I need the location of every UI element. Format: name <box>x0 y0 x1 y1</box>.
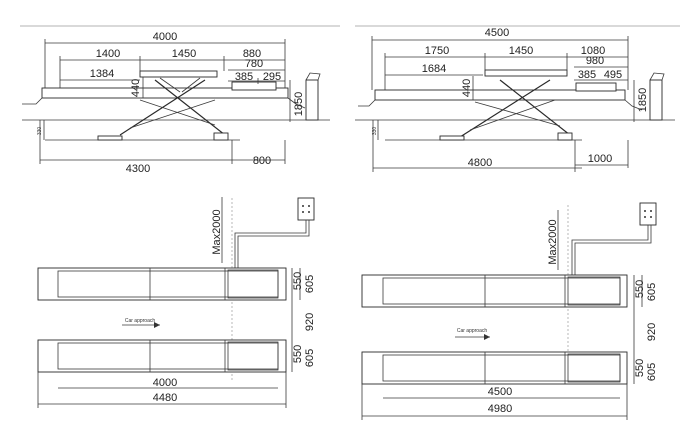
dim-platform-width: 550 <box>292 272 304 290</box>
platform-plan <box>37 267 287 301</box>
indicator-icon <box>650 210 652 212</box>
arrow-head-icon <box>484 334 490 340</box>
dim-offset: 800 <box>253 155 271 167</box>
dim-platform-width: 550 <box>634 280 646 298</box>
control-top <box>649 72 665 81</box>
indicator-icon <box>308 211 310 213</box>
dim-overall-top: 4500 <box>485 27 509 39</box>
slip-plate-plan <box>567 276 621 306</box>
foot-right <box>557 132 573 141</box>
dim-seg-a: 1400 <box>96 48 120 60</box>
slip-plate-plan <box>227 269 279 299</box>
approach-label: Car approach <box>125 318 156 324</box>
foot-left <box>97 135 123 141</box>
control-column <box>305 79 319 121</box>
left-plan-view: Max2000 550 605 920 Car approach 550 605… <box>37 197 316 408</box>
left-side-elevation: 4000 1400 1450 880 1384 780 385 295 440 … <box>22 31 330 175</box>
ramp-left <box>22 97 43 105</box>
dim-inner-length: 4500 <box>488 386 512 398</box>
arrow-head-icon <box>154 322 160 328</box>
slip-plate <box>575 82 617 92</box>
dim-inner-right-b: 385 <box>235 71 253 83</box>
dim-offset: 1000 <box>588 153 612 165</box>
indicator-icon <box>302 205 304 207</box>
dim-inner-right-c: 495 <box>604 69 622 81</box>
ramp-right <box>287 97 306 109</box>
dim-inner-left: 1384 <box>90 68 114 80</box>
slip-plate-plan <box>567 353 621 383</box>
dim-seg-b: 1450 <box>172 48 196 60</box>
dim-seg-b: 1450 <box>509 45 533 57</box>
scissor-link <box>159 77 181 93</box>
platform <box>374 89 626 101</box>
hose-line <box>237 220 310 268</box>
dim-base-length: 4800 <box>468 157 492 169</box>
dim-gap: 920 <box>304 313 316 331</box>
dim-seg-a: 1750 <box>425 45 449 57</box>
ramp-right <box>624 99 643 111</box>
hose-line <box>234 220 307 268</box>
right-plan-view: Max2000 550 605 920 Car approach 550 605… <box>361 202 658 420</box>
control-column <box>649 79 663 121</box>
dim-overall-top: 4000 <box>153 31 177 43</box>
slip-plate <box>231 81 277 91</box>
dim-height-total: 1850 <box>293 92 305 116</box>
dim-gap: 920 <box>646 323 658 341</box>
dim-seg-c: 1080 <box>581 45 605 57</box>
dim-inner-right-b: 385 <box>578 69 596 81</box>
dim-platform-width-2: 550 <box>634 359 646 377</box>
slip-plate-plan <box>227 341 279 371</box>
approach-label: Car approach <box>457 328 488 334</box>
control-box <box>639 202 657 226</box>
right-side-elevation: 4500 1750 1450 1080 1684 980 385 495 440… <box>355 27 675 172</box>
hose-line <box>574 225 652 275</box>
dim-height-base: 330 <box>372 127 378 136</box>
scissor-arm-lower <box>474 101 561 127</box>
platform-plan <box>361 274 628 308</box>
dim-height-platform: 440 <box>130 79 142 97</box>
scissor-arm <box>459 79 551 138</box>
scissor-arm <box>499 79 571 136</box>
indicator-icon <box>302 211 304 213</box>
dim-platform-width-2: 550 <box>292 345 304 363</box>
dim-base-length: 4300 <box>126 163 150 175</box>
indicator-icon <box>644 216 646 218</box>
dim-platform-outer: 605 <box>304 275 316 293</box>
dim-platform-outer-2: 605 <box>304 349 316 367</box>
platform-plan <box>361 351 628 385</box>
dim-seg-c: 880 <box>243 48 261 60</box>
dim-inner-length: 4000 <box>153 377 177 389</box>
scissor-link <box>181 77 201 93</box>
dim-inner-right-a: 980 <box>586 55 604 67</box>
dim-height-base: 330 <box>37 127 43 136</box>
indicator-icon <box>308 205 310 207</box>
scissor-arm <box>154 79 226 136</box>
dim-outer-length: 4980 <box>488 403 512 415</box>
dim-height-platform: 440 <box>461 79 473 97</box>
dim-max-hose: Max2000 <box>547 219 559 264</box>
dim-platform-outer-2: 605 <box>646 363 658 381</box>
control-top <box>305 72 321 81</box>
dim-outer-length: 4480 <box>153 392 177 404</box>
foot-left <box>439 135 465 141</box>
ramp-left <box>358 99 376 107</box>
foot-right <box>213 132 229 141</box>
dim-height-total: 1850 <box>637 88 649 112</box>
dim-max-hose: Max2000 <box>211 209 223 254</box>
dim-inner-right-a: 780 <box>245 58 263 70</box>
hose-line <box>571 225 649 275</box>
dim-platform-outer: 605 <box>646 283 658 301</box>
dim-inner-right-c: 295 <box>263 71 281 83</box>
control-box <box>297 197 315 221</box>
indicator-icon <box>650 216 652 218</box>
dim-inner-left: 1684 <box>422 63 446 75</box>
lift-pad <box>484 69 568 77</box>
indicator-icon <box>644 210 646 212</box>
scissor-arm-lower <box>129 99 216 129</box>
lift-pad <box>139 70 218 78</box>
scissor-arm-lower <box>469 99 556 131</box>
platform-plan <box>37 339 287 373</box>
